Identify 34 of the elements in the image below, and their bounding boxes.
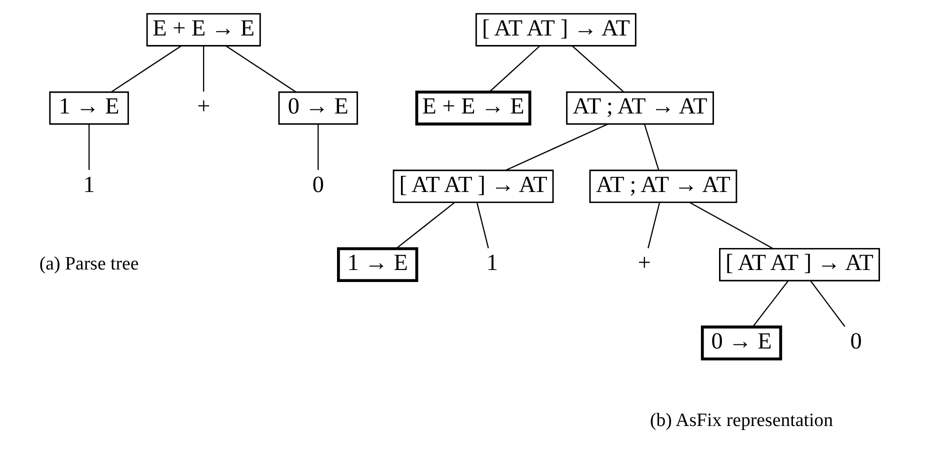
node-box: 1 → E [48,91,128,125]
node-box: E + E → E [414,90,531,126]
connector [809,280,845,327]
node-text: 1 [486,250,498,276]
node-text: 0 [850,328,862,354]
connector [752,280,788,327]
node-box: [ AT AT ] → AT [392,170,554,204]
connector [505,124,608,171]
node-box: AT ; AT → AT [566,91,714,125]
connector [317,124,318,170]
node-box: E + E → E [146,13,260,46]
connector [88,124,90,170]
node-text: 1 [82,172,94,198]
node-box: [ AT AT ] → AT [474,13,636,46]
connector [688,202,773,249]
label: (b) AsFix representation [650,410,833,432]
connector [571,45,624,92]
node-box: AT ; AT → AT [588,170,737,204]
node-box: 0 → E [700,326,782,360]
node-box: 0 → E [278,91,358,125]
connector [202,46,204,92]
connector [110,45,182,92]
node-box: [ AT AT ] → AT [718,248,880,282]
node-text: + [637,250,650,276]
connector [643,124,659,170]
connector [476,202,488,248]
connector [488,45,540,92]
connector [224,45,296,92]
node-box: 1 → E [336,247,418,282]
label: (a) Parse tree [38,254,138,275]
connector [396,202,455,249]
node-text: 0 [312,172,324,198]
node-text: + [196,94,210,120]
connector [647,202,660,248]
